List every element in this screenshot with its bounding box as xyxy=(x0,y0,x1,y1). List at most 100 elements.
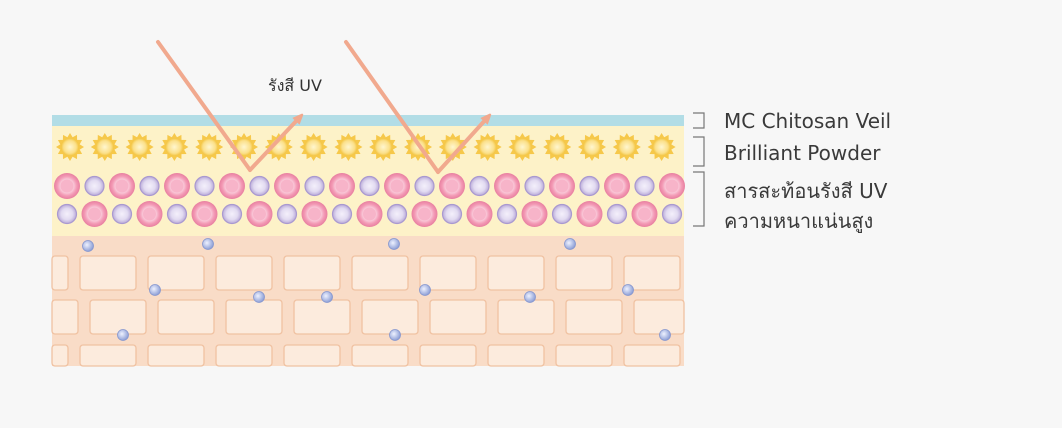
skin-dot xyxy=(82,240,94,252)
pink-particle xyxy=(494,173,520,199)
sun-particle xyxy=(90,133,119,161)
skin-dot xyxy=(524,291,536,303)
skin-cell xyxy=(215,255,273,291)
skin-cell xyxy=(351,344,409,367)
skin-cell xyxy=(225,299,283,335)
pink-particle xyxy=(246,201,273,227)
lavender-particle xyxy=(469,175,490,197)
lavender-particle xyxy=(276,203,298,225)
uv-ray-1 xyxy=(156,40,300,172)
chitosan-veil-layer xyxy=(52,115,684,126)
lavender-particle xyxy=(496,203,518,225)
sun-particle xyxy=(612,133,641,161)
lavender-particle xyxy=(56,203,78,225)
skin-dot xyxy=(419,284,431,296)
skin-cell xyxy=(565,299,623,335)
skin-dot xyxy=(659,329,671,341)
skin-cell xyxy=(79,344,137,367)
skin-cell xyxy=(555,255,613,291)
pink-particle xyxy=(136,201,163,227)
lavender-particle xyxy=(414,175,435,197)
pink-particle xyxy=(576,201,603,227)
skin-dot xyxy=(253,291,265,303)
skin-dot xyxy=(622,284,634,296)
skin-cells xyxy=(51,255,685,367)
sun-particle xyxy=(299,133,328,161)
skin-cell xyxy=(89,299,147,335)
sun-particle xyxy=(195,133,224,161)
uv-reflector-label: สารสะท้อนรังสี UV xyxy=(724,179,888,203)
brilliant-powder-particles xyxy=(56,133,676,161)
sun-particle xyxy=(160,133,189,161)
skin-cell xyxy=(147,344,205,367)
pink-particle xyxy=(659,173,685,199)
uv-reflector-density-label: ความหนาแน่นสูง xyxy=(724,209,874,233)
skin-cell xyxy=(51,344,69,367)
pink-particle xyxy=(439,173,465,199)
skin-cell xyxy=(361,299,419,335)
lavender-particle xyxy=(606,203,628,225)
lavender-particle xyxy=(221,203,243,225)
skin-cell xyxy=(283,344,341,367)
uv-reflector-particles xyxy=(54,173,685,227)
pink-particle xyxy=(549,173,575,199)
lavender-particle xyxy=(524,175,545,197)
pink-particle xyxy=(521,201,548,227)
lavender-particle xyxy=(551,203,573,225)
skin-cell xyxy=(623,255,681,291)
pink-particle xyxy=(604,173,630,199)
skin-cell xyxy=(51,299,79,335)
skin-cell xyxy=(157,299,215,335)
powder-bracket xyxy=(693,136,705,167)
sun-particle xyxy=(56,133,84,161)
skin-dot xyxy=(389,329,401,341)
skin-cell xyxy=(79,255,137,291)
pink-particle xyxy=(631,201,658,227)
lavender-particle xyxy=(139,175,160,197)
brilliant-powder-label: Brilliant Powder xyxy=(724,141,881,165)
skin-cell xyxy=(419,344,477,367)
veil-bracket xyxy=(693,112,705,129)
skin-cell xyxy=(429,299,487,335)
skin-cell xyxy=(147,255,205,291)
sun-particle xyxy=(543,133,572,161)
skin-dot xyxy=(117,329,129,341)
sun-particle xyxy=(369,133,398,161)
pink-particle xyxy=(356,201,383,227)
sun-particle xyxy=(578,133,606,161)
pink-particle xyxy=(164,173,190,199)
uv-ray-label: รังสี UV xyxy=(268,76,322,95)
skin-cell xyxy=(283,255,341,291)
skin-cell xyxy=(633,299,685,335)
lavender-particle xyxy=(111,203,133,225)
chitosan-veil-label: MC Chitosan Veil xyxy=(724,109,892,133)
skin-cell xyxy=(51,255,69,291)
skin-cell xyxy=(555,344,613,367)
skin-cell xyxy=(293,299,351,335)
uv-ray-2 xyxy=(344,40,488,174)
pink-particle xyxy=(219,173,245,199)
pink-particle xyxy=(81,201,108,227)
lavender-particle xyxy=(331,203,353,225)
sun-particle xyxy=(125,133,154,161)
lavender-particle xyxy=(359,175,380,197)
lavender-particle xyxy=(249,175,270,197)
skin-cell xyxy=(351,255,409,291)
lavender-particle xyxy=(386,203,408,225)
skin-cell xyxy=(623,344,681,367)
pink-particle xyxy=(384,173,410,199)
sun-particle xyxy=(647,133,676,161)
skin-cell xyxy=(487,344,545,367)
lavender-particle xyxy=(304,175,325,197)
pink-particle xyxy=(466,201,493,227)
skin-dot xyxy=(321,291,333,303)
lavender-particle xyxy=(441,203,463,225)
pink-particle xyxy=(274,173,300,199)
lavender-particle xyxy=(84,175,105,197)
pink-particle xyxy=(191,201,218,227)
skin-dot xyxy=(202,238,214,250)
pink-particle xyxy=(329,173,355,199)
sun-particle xyxy=(473,133,502,161)
lavender-particle xyxy=(579,175,600,197)
skin-dot xyxy=(388,238,400,250)
